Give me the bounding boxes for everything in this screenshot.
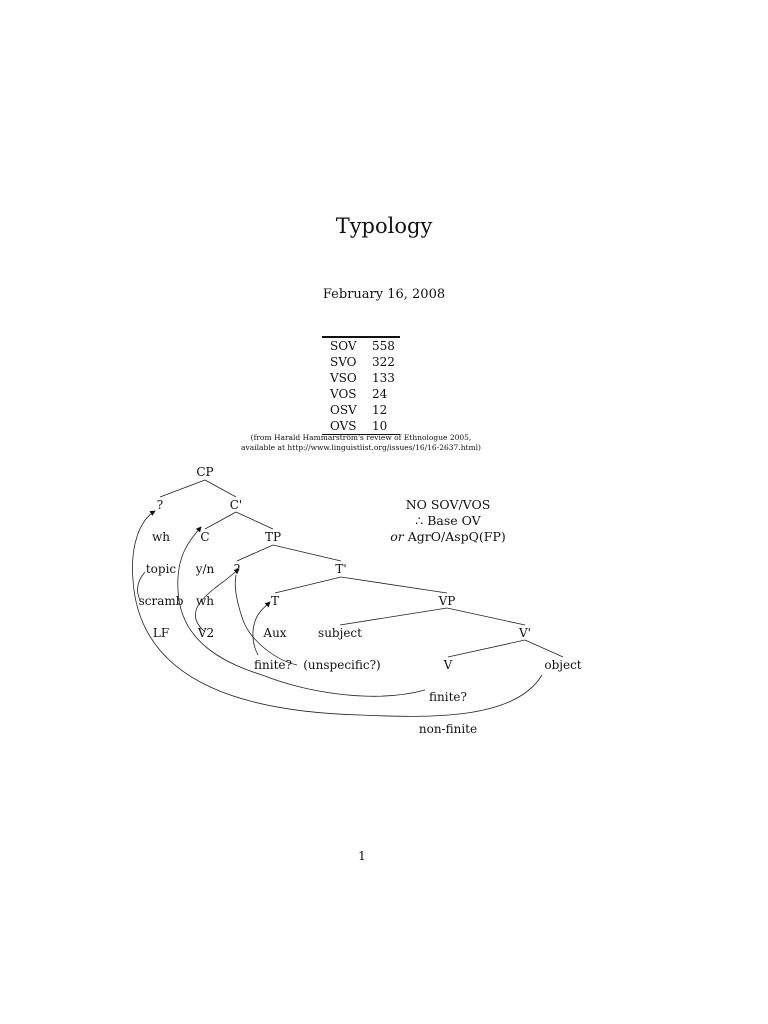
branch-vbar-object — [524, 639, 564, 658]
document-title: Typology — [335, 214, 433, 238]
note-line-2: ∴ Base OV — [415, 513, 481, 528]
label-wh-2: wh — [196, 594, 214, 608]
node-v: V — [443, 658, 453, 672]
label-non-finite: non-finite — [419, 722, 477, 736]
count-cell: 133 — [372, 371, 395, 385]
table-row: SOV 558 — [322, 337, 400, 354]
arc-finite-to-t — [252, 601, 271, 656]
node-vp: VP — [438, 594, 456, 608]
tree-branches — [159, 479, 564, 658]
note-or: or — [390, 529, 404, 544]
label-scramb: scramb — [139, 594, 184, 608]
tree-labels: CP ? C' wh C TP topic y/n ? T' scramb wh… — [139, 465, 582, 736]
label-yn: y/n — [195, 562, 215, 576]
word-order-cell: VSO — [330, 371, 357, 385]
arc-v2-to-spec-tp — [194, 568, 240, 633]
table-row: VOS 24 — [322, 386, 400, 402]
label-finite-2: finite? — [429, 690, 467, 704]
node-spec-tp: ? — [234, 562, 240, 576]
branch-cp-spec — [159, 479, 206, 498]
arc-topic-scramb — [137, 571, 146, 601]
arc-nonfinite-to-spec-cp — [132, 510, 543, 717]
node-t: T — [271, 594, 279, 608]
arc-subject-to-spec-tp — [234, 574, 298, 666]
branch-tbar-vp — [340, 576, 448, 594]
label-finite: finite? — [254, 658, 292, 672]
word-order-cell: OVS — [330, 419, 357, 433]
count-cell: 12 — [372, 403, 388, 417]
arc-v-to-c — [177, 526, 426, 697]
source-line-1: (from Harald Hammarström's review of Eth… — [250, 433, 472, 442]
note-line-1: NO SOV/VOS — [405, 497, 491, 512]
branch-vp-vbar — [446, 607, 526, 626]
label-topic: topic — [146, 562, 177, 576]
table-row: VSO 133 — [322, 370, 400, 386]
node-object: object — [544, 658, 581, 672]
label-lf: LF — [153, 626, 169, 640]
count-cell: 10 — [372, 419, 388, 433]
word-order-cell: VOS — [330, 387, 357, 401]
label-unspecific: (unspecific?) — [303, 658, 380, 672]
label-wh: wh — [152, 530, 170, 544]
node-subject: subject — [318, 626, 362, 640]
branch-cbar-c — [204, 511, 237, 530]
note-agro: AgrO/AspQ(FP) — [403, 529, 506, 544]
branch-cp-cbar — [204, 479, 237, 498]
node-t-bar: T' — [335, 562, 346, 576]
word-order-cell: SOV — [330, 339, 357, 353]
document-date: February 16, 2008 — [322, 287, 446, 302]
branch-tp-tbar — [272, 544, 342, 562]
node-spec-cp: ? — [157, 498, 163, 512]
branch-vbar-v — [447, 639, 526, 658]
word-order-cell: SVO — [330, 355, 357, 369]
node-c: C — [200, 530, 209, 544]
node-tp: TP — [265, 530, 281, 544]
node-v-bar: V' — [518, 626, 531, 640]
label-v2: V2 — [197, 626, 214, 640]
count-cell: 322 — [372, 355, 395, 369]
table-row: OSV 12 — [322, 402, 400, 418]
branch-tp-spec — [236, 544, 274, 562]
page-number: 1 — [358, 849, 366, 863]
note-line-3: or AgrO/AspQ(FP) — [370, 529, 526, 544]
node-c-bar: C' — [230, 498, 242, 512]
count-cell: 558 — [372, 339, 395, 353]
movement-arcs — [132, 510, 543, 717]
label-aux: Aux — [262, 626, 286, 640]
branch-tbar-t — [274, 576, 342, 594]
table-row: SVO 322 — [322, 354, 400, 370]
count-cell: 24 — [372, 387, 388, 401]
source-line-2: available at http://www.linguistlist.org… — [241, 443, 481, 452]
branch-cbar-tp — [235, 511, 274, 530]
word-order-cell: OSV — [330, 403, 357, 417]
node-cp: CP — [196, 465, 213, 479]
branch-vp-subject — [339, 607, 448, 626]
table-row: OVS 10 — [322, 418, 400, 435]
table-source-note: (from Harald Hammarström's review of Eth… — [0, 433, 722, 453]
